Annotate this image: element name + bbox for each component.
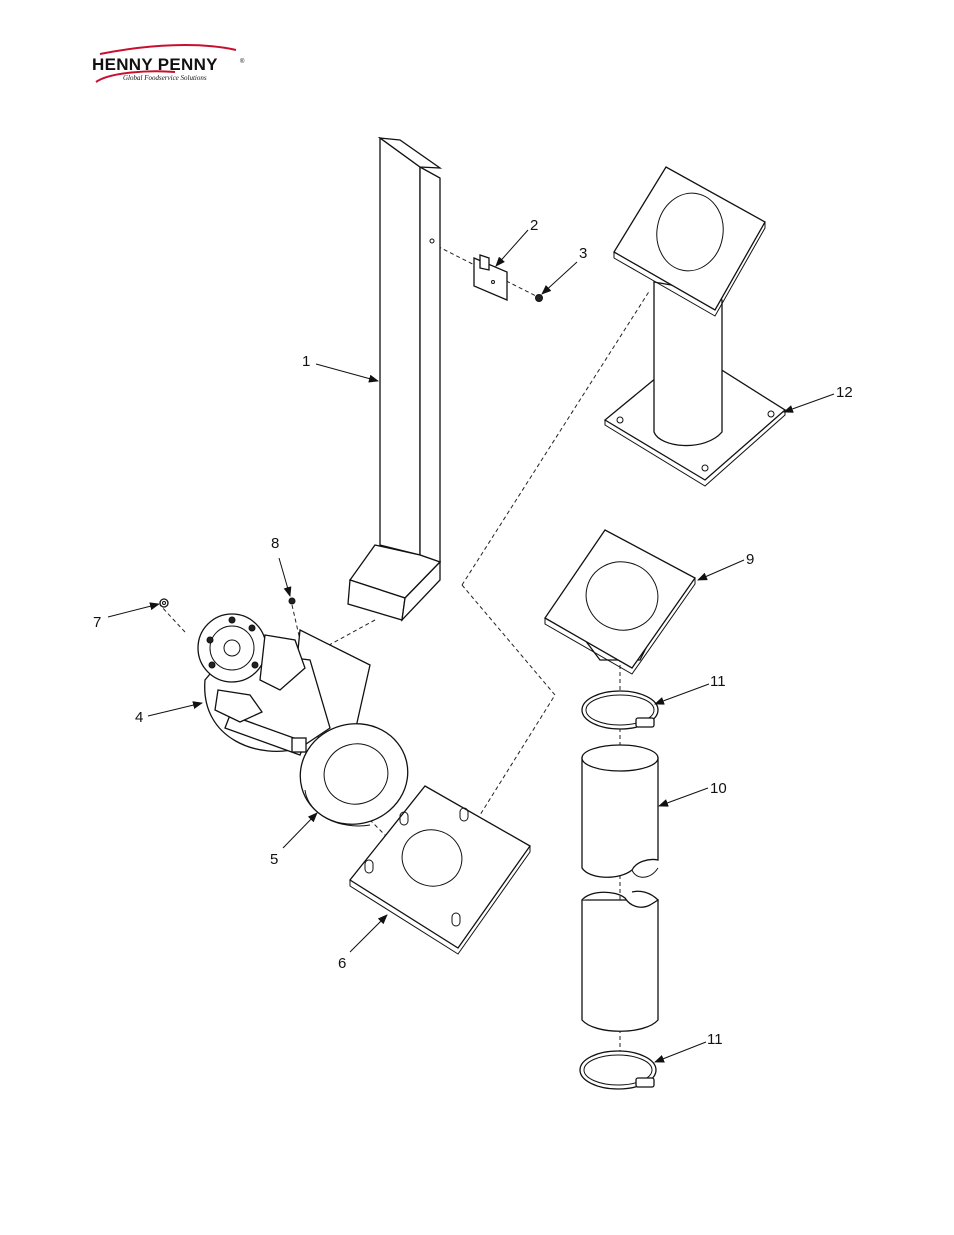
callout-9: 9 <box>746 551 754 568</box>
part-3-screw <box>536 295 543 302</box>
part-12-flue-adapter <box>605 167 785 486</box>
callout-4: 4 <box>135 709 143 726</box>
callout-7: 7 <box>93 614 101 631</box>
part-10-flue-pipe <box>582 745 658 1031</box>
callout-8: 8 <box>271 535 279 552</box>
callout-5: 5 <box>270 851 278 868</box>
brand-logo: HENNY PENNY ® Global Foodservice Solutio… <box>92 45 245 82</box>
callout-11-upper: 11 <box>710 673 726 690</box>
part-7-screw <box>160 599 168 607</box>
part-2-bracket <box>474 255 507 300</box>
logo-swoosh-top <box>100 45 236 54</box>
part-11-clamp-upper <box>582 691 658 729</box>
callout-11-lower: 11 <box>707 1031 723 1048</box>
brand-tagline: Global Foodservice Solutions <box>123 74 207 82</box>
part-1-flue-duct <box>348 138 440 620</box>
callout-3: 3 <box>579 245 587 262</box>
registered-mark: ® <box>240 58 245 65</box>
part-8-screw <box>289 598 295 604</box>
callout-12: 12 <box>836 384 853 401</box>
part-9-flue-plate <box>545 530 695 674</box>
callout-6: 6 <box>338 955 346 972</box>
part-11-clamp-lower <box>580 1051 656 1089</box>
callout-1: 1 <box>302 353 310 370</box>
callout-10: 10 <box>710 780 727 797</box>
callout-2: 2 <box>530 217 538 234</box>
